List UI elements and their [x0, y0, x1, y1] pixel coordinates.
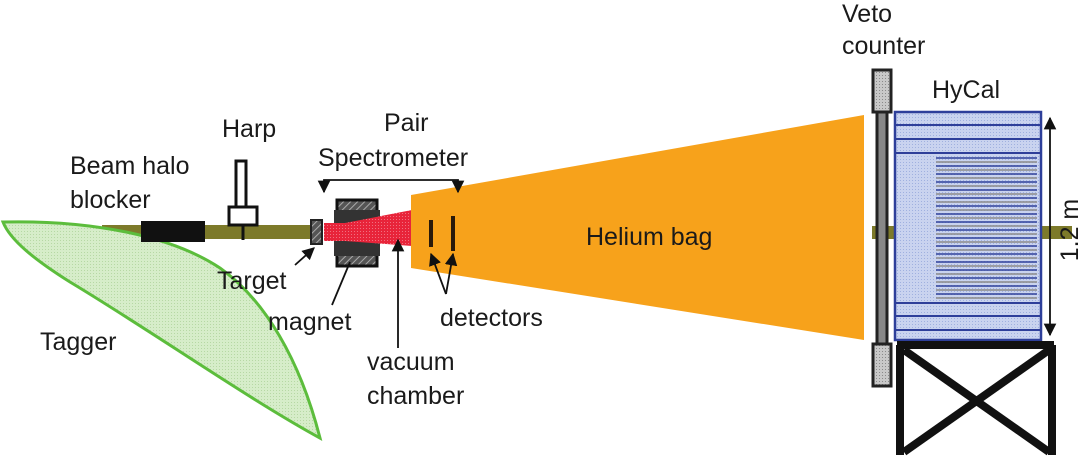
target-leader [294, 247, 315, 266]
detectors-label: detectors [440, 304, 543, 332]
detector-leader-2 [444, 252, 458, 295]
helium-bag [411, 115, 864, 340]
target-label: Target [217, 267, 287, 295]
harp-label: Harp [222, 115, 276, 143]
tagger-label: Tagger [40, 328, 116, 356]
magnet-label: magnet [268, 308, 351, 336]
pair-spectrometer-label-2: Spectrometer [318, 144, 468, 172]
vacuum-chamber-label-2: chamber [367, 382, 464, 410]
veto-counter-label: Veto [842, 0, 892, 28]
hycal-calorimeter [893, 110, 1043, 342]
vacuum-chamber [324, 210, 412, 246]
magnet-leader [331, 261, 351, 306]
pair-spectrometer-label: Pair [384, 109, 428, 137]
beam-halo-blocker-label: Beam halo [70, 152, 190, 180]
vacuum-chamber-label: vacuum [367, 348, 455, 376]
detector-leader-1 [429, 252, 447, 295]
target [310, 219, 323, 245]
hycal-label: HyCal [932, 76, 1000, 104]
dimension-label: 1.2 m [1056, 199, 1080, 262]
detector-2 [451, 216, 455, 251]
beam-halo-blocker [141, 221, 205, 242]
pair-spectrometer-bracket [317, 179, 465, 194]
support-stand [896, 341, 1056, 456]
helium-bag-label: Helium bag [586, 223, 712, 251]
veto-counter [871, 68, 893, 388]
beam-halo-blocker-label-2: blocker [70, 186, 151, 214]
detector-1 [429, 220, 433, 247]
veto-counter-label-2: counter [842, 32, 925, 60]
harp-device [227, 159, 259, 240]
